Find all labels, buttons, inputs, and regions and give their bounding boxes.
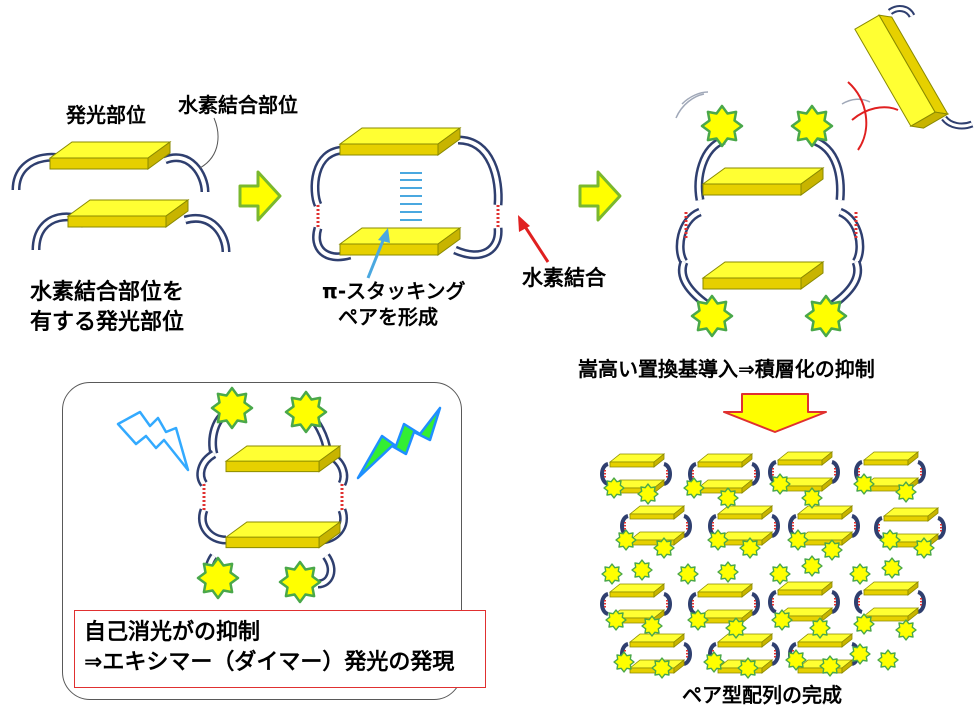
- star-icon: [601, 473, 935, 679]
- bulky-substituent-label: 嵩高い置換基導入⇒積層化の抑制: [578, 357, 875, 381]
- star-icon: [804, 294, 848, 338]
- left-caption-line2: 有する発光部位: [30, 310, 185, 335]
- star-icon: [790, 104, 834, 148]
- block-arrow-icon: [238, 170, 282, 222]
- h-bond-site-label: 水素結合部位: [178, 93, 298, 117]
- panel-pair: [310, 127, 550, 279]
- self-quench-line1: 自己消光がの抑制: [84, 620, 261, 645]
- panel-array: [601, 452, 944, 679]
- pair-array-label: ペア型配列の完成: [682, 683, 842, 707]
- emission-panel-frame: [62, 382, 462, 700]
- block-arrow-icon: [578, 170, 622, 222]
- lightning-icon: [116, 410, 190, 472]
- pi-stacking-label: π-スタッキング: [322, 279, 466, 303]
- star-icon: [690, 294, 734, 338]
- star-icon: [700, 104, 744, 148]
- self-quench-line2: ⇒エキシマー（ダイマー）発光の発現: [84, 650, 455, 675]
- panel-emission: [116, 386, 442, 604]
- caption-box: [74, 610, 486, 688]
- down-arrow-icon: [723, 393, 827, 433]
- left-caption-line1: 水素結合部位を: [30, 280, 185, 305]
- luminescent-site-label: 発光部位: [66, 103, 146, 127]
- panel-bulky: [675, 5, 974, 338]
- h-bond-label: 水素結合: [522, 266, 606, 290]
- pair-form-label: ペアを形成: [338, 305, 438, 329]
- panel-monomer: [11, 117, 231, 253]
